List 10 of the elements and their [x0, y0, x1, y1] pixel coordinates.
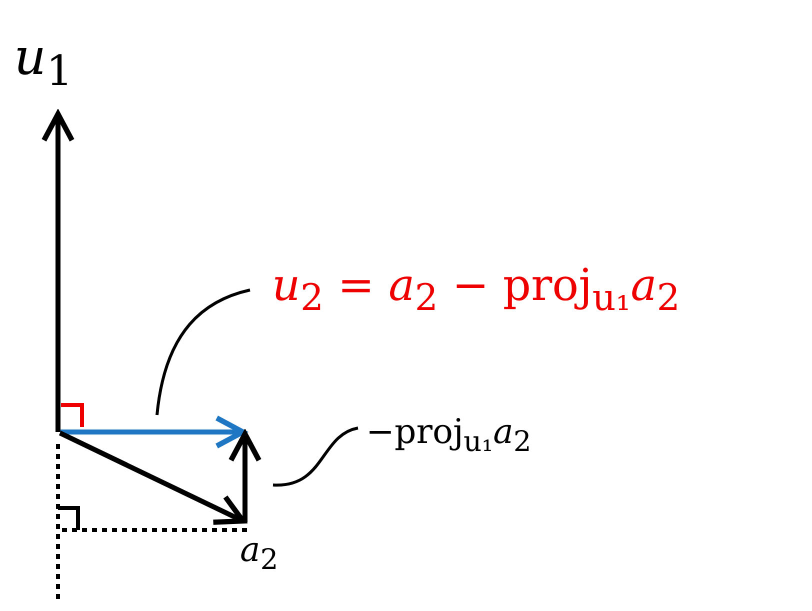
vector-label: a$_{2}$: [240, 532, 278, 575]
vector-arrow: [60, 415, 246, 449]
vector-label: u$_{1}$: [14, 30, 73, 94]
formula-label: −proj$_{u₁}$a$_{2}$: [366, 414, 532, 457]
leader-line: [272, 426, 358, 486]
formula-label: u$_{2}$ = a$_{2}$ − proj$_{u₁}$a$_{2}$: [272, 262, 680, 318]
leader-line: [156, 288, 250, 416]
vector-arrow: [58, 430, 246, 525]
vector-arrow: [228, 431, 262, 522]
vector-arrow: [41, 111, 75, 432]
